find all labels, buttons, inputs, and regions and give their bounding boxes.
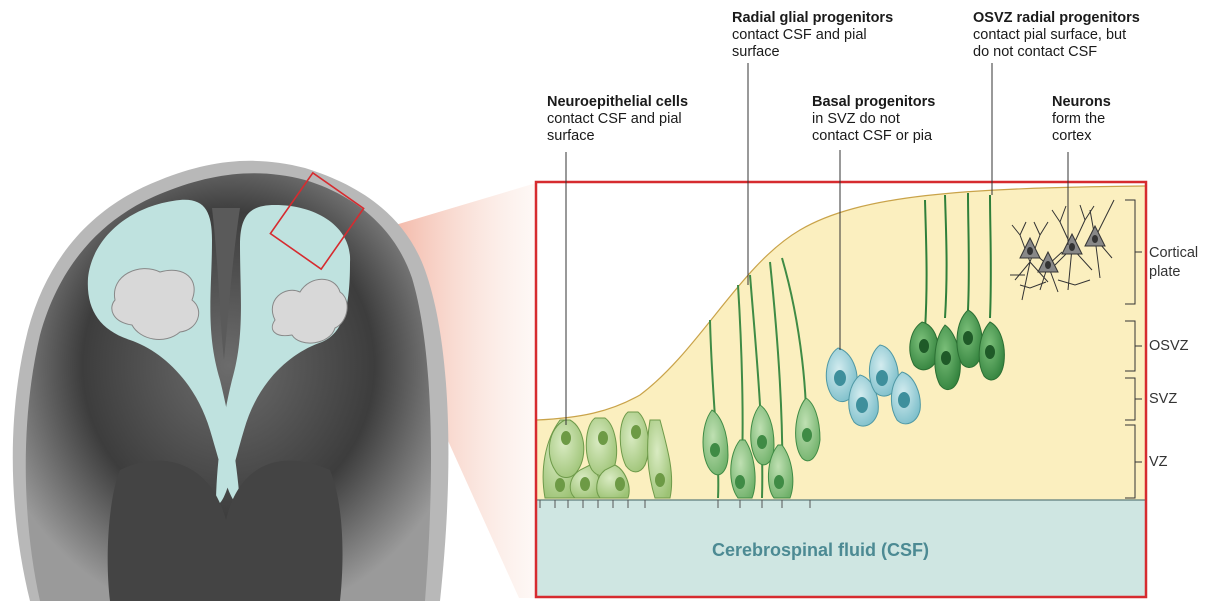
label-line: surface [547, 128, 688, 145]
neuron-nucleus [1069, 243, 1075, 251]
label-title: Neuroepithelial cells [547, 94, 688, 111]
label-osvz-radial: OSVZ radial progenitors contact pial sur… [973, 10, 1140, 61]
zone-line: plate [1149, 263, 1198, 282]
neuron-nucleus [1045, 261, 1051, 269]
label-title: Neurons [1052, 94, 1111, 111]
os-fiber [990, 195, 991, 318]
ne-cell [620, 412, 648, 472]
label-neurons: Neurons form the cortex [1052, 94, 1111, 145]
label-neuroepithelial: Neuroepithelial cells contact CSF and pi… [547, 94, 688, 145]
label-line: contact CSF and pial [732, 27, 893, 44]
label-line: contact pial surface, but [973, 27, 1140, 44]
label-line: do not contact CSF [973, 44, 1140, 61]
neuron-nucleus [1027, 247, 1033, 255]
csf-label: Cerebrospinal fluid (CSF) [712, 540, 929, 561]
zone-label-cortical-plate: Cortical plate [1149, 244, 1198, 282]
label-line: surface [732, 44, 893, 61]
label-title: OSVZ radial progenitors [973, 10, 1140, 27]
brain-section-image [13, 161, 536, 601]
label-line: cortex [1052, 128, 1111, 145]
label-basal: Basal progenitors in SVZ do not contact … [812, 94, 935, 145]
label-title: Basal progenitors [812, 94, 935, 111]
label-title: Radial glial progenitors [732, 10, 893, 27]
zone-label-osvz: OSVZ [1149, 338, 1188, 354]
label-line: in SVZ do not [812, 111, 935, 128]
zone-label-svz: SVZ [1149, 391, 1177, 407]
label-radial-glial: Radial glial progenitors contact CSF and… [732, 10, 893, 61]
ne-cell [549, 420, 584, 478]
neuron-nucleus [1092, 235, 1098, 243]
label-line: form the [1052, 111, 1111, 128]
label-line: contact CSF or pia [812, 128, 935, 145]
label-line: contact CSF and pial [547, 111, 688, 128]
zone-label-vz: VZ [1149, 454, 1168, 470]
zone-line: Cortical [1149, 244, 1198, 263]
os-fiber [968, 193, 969, 310]
